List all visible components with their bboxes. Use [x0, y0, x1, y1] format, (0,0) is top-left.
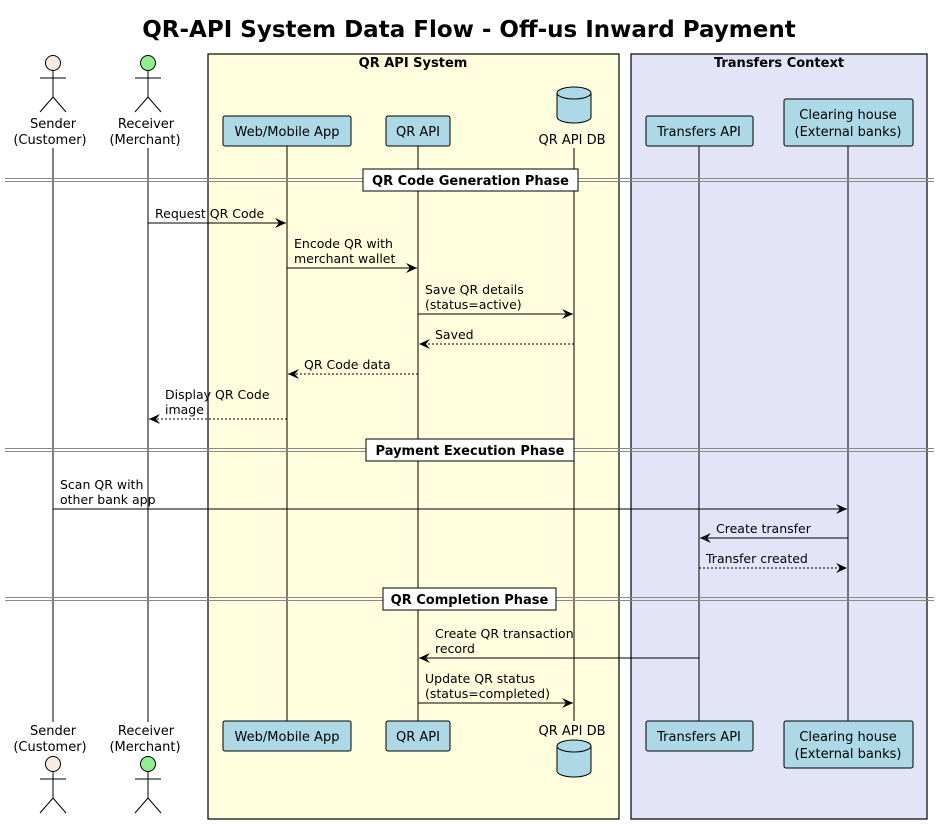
message-label: Update QR status: [425, 671, 535, 686]
participant-label: Clearing house: [799, 730, 896, 745]
message-label: Request QR Code: [155, 206, 265, 221]
divider-label: QR Code Generation Phase: [372, 174, 569, 189]
participant-webapp-bottom[interactable]: Web/Mobile App: [222, 720, 352, 752]
divider-label-box: [365, 438, 575, 462]
lifelines: [52, 146, 849, 722]
participant-box: [783, 98, 914, 147]
message-label: image: [165, 402, 204, 417]
message-label: Create transfer: [716, 521, 812, 536]
participant-box: [783, 720, 914, 769]
participant-receiver-bottom[interactable]: Receiver (Merchant): [109, 724, 181, 814]
message-label: Save QR details: [425, 282, 524, 297]
message-receiver-to-webapp[interactable]: Request QR Code: [148, 206, 286, 228]
participant-label: QR API DB: [538, 724, 605, 739]
participant-box: [222, 720, 352, 752]
participant-label: Web/Mobile App: [235, 125, 340, 140]
message-label: Scan QR with: [60, 477, 143, 492]
message-qrdb-to-qrapi[interactable]: Saved: [419, 327, 574, 349]
participant-receiver-top[interactable]: Receiver (Merchant): [109, 55, 181, 149]
participant-qrapi-bottom[interactable]: QR API: [385, 720, 451, 752]
box-transfers-context-label: Transfers Context: [714, 56, 844, 71]
participant-transfersapi-bottom[interactable]: Transfers API: [645, 720, 754, 752]
message-label: Saved: [435, 327, 474, 342]
message-qrapi-to-qrdb[interactable]: Update QR status(status=completed): [418, 671, 573, 708]
divider-label: Payment Execution Phase: [376, 444, 565, 459]
participant-box: [385, 115, 451, 147]
participant-sender-bottom[interactable]: Sender (Customer): [13, 724, 87, 814]
participant-label: Clearing house: [799, 108, 896, 123]
message-label: Transfer created: [705, 551, 808, 566]
participant-qrdb-bottom[interactable]: QR API DB: [538, 724, 606, 778]
participant-box: [385, 720, 451, 752]
message-qrapi-to-qrdb[interactable]: Save QR details(status=active): [418, 282, 573, 319]
participant-label: Receiver: [118, 117, 175, 132]
phase-divider: Payment Execution Phase: [5, 438, 934, 462]
participant-label: Sender: [30, 117, 77, 132]
message-label: Encode QR with: [294, 236, 393, 251]
message-label: (status=active): [425, 297, 522, 312]
participant-clearing-top[interactable]: Clearing house (External banks): [783, 98, 914, 147]
box-transfers-context: Transfers Context: [630, 53, 928, 820]
participant-clearing-bottom[interactable]: Clearing house (External banks): [783, 720, 914, 769]
participant-box: [645, 720, 754, 752]
message-qrapi-to-webapp[interactable]: QR Code data: [288, 357, 418, 379]
database-icon: [556, 86, 592, 124]
phase-divider: QR Code Generation Phase: [5, 168, 934, 192]
actor-icon: [39, 756, 67, 814]
message-label: merchant wallet: [294, 251, 396, 266]
divider-label-box: [362, 168, 579, 192]
participant-label: QR API DB: [538, 133, 605, 148]
message-label: Create QR transaction: [435, 626, 574, 641]
divider-label-box: [382, 587, 557, 611]
message-clearing-to-transfersapi[interactable]: Create transfer: [700, 521, 848, 543]
divider-label: QR Completion Phase: [391, 593, 549, 608]
actor-icon: [134, 756, 162, 814]
participant-label: (External banks): [795, 747, 902, 762]
participant-box: [645, 115, 754, 147]
diagram-title: QR-API System Data Flow - Off-us Inward …: [142, 17, 795, 43]
participant-label: QR API: [396, 730, 440, 745]
participant-qrapi-top[interactable]: QR API: [385, 115, 451, 147]
box-transfers-context-frame: [630, 53, 928, 820]
message-transfersapi-to-clearing[interactable]: Transfer created: [699, 551, 847, 573]
message-label: (status=completed): [425, 686, 550, 701]
participant-label: (Customer): [13, 133, 86, 148]
database-icon: [556, 739, 592, 778]
actor-icon: [134, 55, 162, 113]
message-label: other bank app: [60, 492, 156, 507]
participant-label: Transfers API: [656, 730, 741, 745]
participant-label: Sender: [30, 724, 77, 739]
participant-label: (Merchant): [109, 740, 180, 755]
participant-label: Transfers API: [656, 125, 741, 140]
participant-transfersapi-top[interactable]: Transfers API: [645, 115, 754, 147]
participant-label: (External banks): [795, 125, 902, 140]
participant-label: Receiver: [118, 724, 175, 739]
message-label: Display QR Code: [165, 387, 270, 402]
participant-webapp-top[interactable]: Web/Mobile App: [222, 115, 352, 147]
phase-divider: QR Completion Phase: [5, 587, 934, 611]
participant-box: [222, 115, 352, 147]
participant-label: (Customer): [13, 740, 86, 755]
participant-label: QR API: [396, 125, 440, 140]
message-label: QR Code data: [304, 357, 391, 372]
participant-label: (Merchant): [109, 133, 180, 148]
actor-icon: [39, 55, 67, 113]
message-label: record: [435, 641, 475, 656]
participant-sender-top[interactable]: Sender (Customer): [13, 55, 87, 149]
participant-qrdb-top[interactable]: QR API DB: [538, 86, 606, 148]
box-qr-api-system-label: QR API System: [359, 56, 468, 71]
participant-label: Web/Mobile App: [235, 730, 340, 745]
